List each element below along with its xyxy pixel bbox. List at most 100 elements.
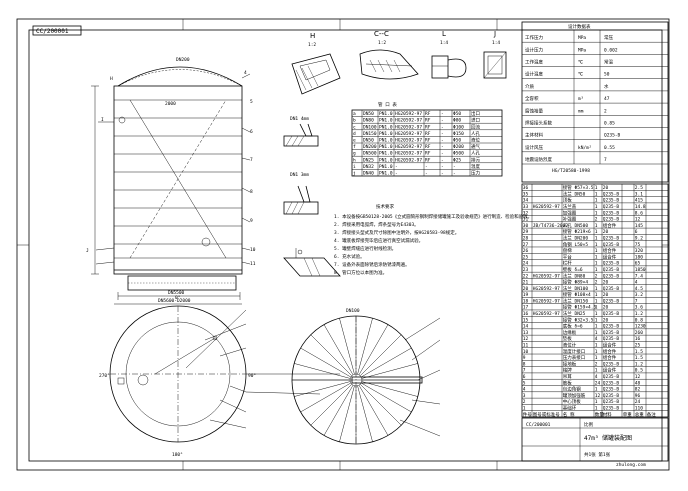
section-c-c: C--C 1:2	[359, 30, 419, 80]
nozzle-cell: -	[441, 125, 444, 130]
elevation-label-h: H	[110, 76, 113, 82]
design-unit: MPa	[578, 47, 586, 53]
design-param: 腐蚀裕量	[525, 107, 543, 114]
bom-cell: 415	[635, 198, 643, 204]
bom-cell: 组合件	[603, 342, 617, 349]
bom-cell: 平台	[563, 253, 572, 260]
nozzle-cell: h	[353, 157, 356, 163]
bom-cell: 接管 Φ159×4.5	[563, 304, 597, 311]
bom-cell: 8	[523, 361, 526, 367]
bom-cell: 4	[635, 280, 638, 286]
bom-cell: 组合件	[603, 247, 617, 254]
bom-cell: 总重	[635, 411, 644, 418]
bom-cell: 法兰 DN80	[563, 272, 586, 279]
bom-cell: Q235-B	[603, 399, 620, 405]
bom-cell: 材料	[603, 411, 612, 418]
design-value: 47	[604, 96, 610, 102]
plan-label-top: 0°	[175, 295, 181, 301]
bom-cell: 26	[523, 248, 529, 254]
nozzle-cell: PN1.0	[379, 124, 393, 130]
bom-cell: 法兰盖	[563, 203, 577, 210]
bom-cell: 48	[635, 380, 641, 386]
bom-cell: 23	[523, 267, 529, 273]
bom-cell: 1	[595, 229, 598, 235]
nozzle-cell: PN1.0	[379, 171, 393, 177]
design-unit: ℃	[578, 72, 584, 78]
weld-detail-2: DN1 3mm	[283, 172, 319, 215]
bom-cell: 4	[595, 336, 598, 342]
bom-cell: 1.2	[635, 361, 643, 367]
bom-cell: Q235-B	[603, 217, 620, 223]
bom-cell: 14.8	[635, 204, 646, 210]
design-unit: ℃	[578, 60, 584, 66]
bom-cell: 17	[523, 305, 529, 311]
bom-cell: Q235-B	[603, 198, 620, 204]
elevation-label-5: 5	[250, 99, 253, 105]
roof-rafter	[361, 381, 418, 397]
bom-cell: 320	[635, 248, 643, 254]
roof-rafter	[357, 385, 373, 442]
nozzle-cell: 压力	[471, 170, 480, 177]
nozzle-cell: 出口	[471, 110, 480, 117]
bom-cell: Q235-B	[603, 235, 620, 241]
nozzle-cell: RF	[425, 131, 431, 137]
nozzle-cell: PN1.0	[379, 118, 393, 124]
nozzle-cell: PN1.0	[379, 138, 393, 144]
bom-cell: 19	[523, 292, 529, 298]
bom-cell: 16	[523, 311, 529, 317]
bom-cell: 1	[595, 235, 598, 241]
bom-cell: 9.2	[635, 235, 643, 241]
note-line: 8. 管口方位以本图为准。	[334, 269, 387, 276]
bom-cell: 20	[603, 317, 609, 323]
bom-cell: 顶板	[563, 197, 572, 204]
bom-cell: 数量	[595, 411, 604, 418]
bom-cell: 3	[523, 393, 526, 399]
title-block: CC/200001 比例 47m³ 储罐装配图 共1张 第1张 zhulong.…	[521, 417, 669, 468]
design-value: 2	[604, 108, 607, 114]
detail-j-title: J	[493, 30, 496, 38]
detail-l-scale: 1:4	[440, 40, 448, 46]
bom-cell: 7	[523, 368, 526, 374]
nozzle-cell: b	[353, 118, 356, 124]
roof-rafter	[310, 384, 352, 426]
bom-cell: 2	[595, 217, 598, 223]
design-param: 设计压力	[525, 46, 543, 53]
bom-cell: 20	[603, 292, 609, 298]
note-line: 3. 焊接接头型式及尺寸除图中注明外，按HG20583-98规定。	[334, 229, 459, 236]
bom-cell: 1	[595, 198, 598, 204]
roof-rafter	[294, 363, 351, 379]
bom-cell: 21	[523, 280, 529, 286]
bom-cell: 接管 Φ89×4	[563, 279, 589, 286]
nozzle-cell: RF	[425, 118, 431, 124]
bom-cell: 35	[523, 191, 529, 197]
nozzle-cell: -	[441, 112, 444, 117]
bom-cell: 1	[595, 406, 598, 412]
design-unit: mm	[578, 109, 584, 114]
roof-rafter	[361, 382, 412, 413]
nozzle-cell: RF	[425, 111, 431, 117]
bom-cell: Q235-B	[603, 311, 620, 317]
nozzle-cell: -	[441, 132, 444, 137]
bom-cell: 36	[523, 185, 529, 191]
roof-rafter	[339, 318, 355, 375]
nozzle-cell: -	[441, 172, 444, 177]
bom-cell: 5	[523, 380, 526, 386]
bom-cell: 1	[595, 311, 598, 317]
drawing-number: CC/200001	[526, 422, 551, 428]
bom-cell: 2	[523, 399, 526, 405]
bom-cell: 14	[523, 324, 529, 330]
plan-label-bottom: 180°	[172, 452, 183, 458]
bom-cell: 25	[635, 343, 641, 349]
roof-rafter	[339, 385, 355, 442]
bom-cell: 接管 Φ32×3.5	[563, 316, 594, 323]
weld-detail-1: DN1 4mm	[283, 116, 319, 147]
nozzle-cell: 温度	[471, 163, 480, 170]
bom-cell: 1	[595, 298, 598, 304]
bom-cell: Q235-B	[603, 286, 620, 292]
stamp-label: CC/200001	[36, 28, 69, 35]
bom-cell: 接管 Φ108×4	[563, 291, 591, 298]
bom-cell: 基础环	[563, 405, 577, 412]
height-dim: 2000	[165, 101, 176, 107]
bom-cell: 110	[635, 406, 643, 412]
